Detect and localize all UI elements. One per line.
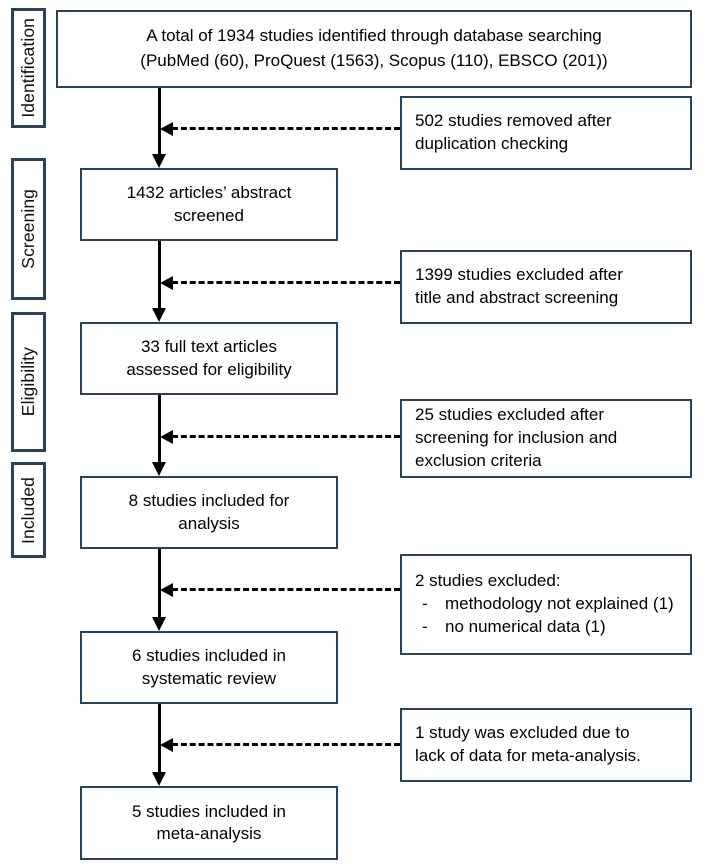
exclusion-arrowhead-5 [160,738,173,752]
exclusion-arrowhead-2 [160,276,173,290]
sidebox-title-abstract-excluded-line1: 1399 studies excluded after [415,265,623,285]
exclusion-dashed-line-1 [172,127,400,130]
sidebox-analysis-excluded-header: 2 studies excluded: [415,571,561,591]
stage-label-screening-text: Screening [17,189,38,269]
stage-label-identification-text: Identification [17,18,38,118]
box-abstracts-screened-line2: screened [174,205,244,225]
box-full-text-assessed: 33 full text articles assessed for eligi… [80,322,338,395]
connector-arrowhead-3 [152,462,166,476]
box-included-for-analysis-line1: 8 studies included for [128,491,290,511]
connector-arrowhead-5 [152,772,166,786]
exclusion-arrowhead-4 [160,583,173,597]
box-records-identified-line1: A total of 1934 studies identified throu… [146,26,602,46]
sidebox-duplicates-removed-line2: duplication checking [415,134,569,153]
box-included-for-analysis-line2: analysis [178,513,240,533]
exclusion-arrowhead-3 [160,430,173,444]
sidebox-criteria-excluded-line1: 25 studies excluded after [415,405,605,425]
list-item: - no numerical data (1) [415,616,680,639]
sidebox-title-abstract-excluded-line2: title and abstract screening [415,288,619,307]
connector-arrowhead-1 [152,154,166,168]
sidebox-meta-analysis-excluded-line1: 1 study was excluded due to [415,723,630,743]
sidebox-duplicates-removed: 502 studies removed after duplication ch… [400,96,692,170]
connector-line-4 [158,549,161,618]
bullet-marker: - [422,616,428,636]
connector-line-3 [158,395,161,463]
connector-line-2 [158,241,161,309]
box-meta-analysis-line2: meta-analysis [156,824,262,843]
stage-label-included: Included [11,462,46,558]
exclusion-dashed-line-3 [172,435,400,438]
sidebox-meta-analysis-excluded-line2: lack of data for meta-analysis. [415,746,641,765]
sidebox-criteria-excluded-line3: exclusion criteria [415,450,542,470]
sidebox-analysis-excluded-list: - methodology not explained (1) - no num… [415,593,680,639]
list-item-text: methodology not explained (1) [445,594,674,614]
box-records-identified: A total of 1934 studies identified throu… [56,10,692,88]
sidebox-analysis-excluded: 2 studies excluded: - methodology not ex… [400,554,692,655]
exclusion-dashed-line-5 [172,743,400,746]
box-abstracts-screened-line1: 1432 articles’ abstract [126,183,292,203]
box-meta-analysis: 5 studies included in meta-analysis [80,786,338,860]
sidebox-criteria-excluded: 25 studies excluded after screening for … [400,399,692,478]
stage-label-eligibility: Eligibility [11,312,46,452]
connector-line-5 [158,704,161,773]
box-systematic-review-line2: systematic review [141,668,277,688]
stage-label-eligibility-text: Eligibility [17,347,38,417]
box-records-identified-line2: (PubMed (60), ProQuest (1563), Scopus (1… [140,51,608,70]
list-item: - methodology not explained (1) [415,593,680,616]
bullet-marker: - [422,594,428,614]
sidebox-criteria-excluded-line2: screening for inclusion and [415,428,618,448]
box-systematic-review-line1: 6 studies included in [131,646,287,666]
box-full-text-assessed-line2: assessed for eligibility [126,359,292,379]
connector-line-1 [158,88,161,156]
sidebox-meta-analysis-excluded: 1 study was excluded due to lack of data… [400,708,692,782]
connector-arrowhead-2 [152,308,166,322]
stage-label-screening: Screening [11,158,46,300]
box-full-text-assessed-line1: 33 full text articles [140,337,278,357]
exclusion-dashed-line-4 [172,588,400,591]
exclusion-dashed-line-2 [172,281,400,284]
box-meta-analysis-line1: 5 studies included in [131,801,287,821]
box-abstracts-screened: 1432 articles’ abstract screened [80,168,338,241]
stage-label-identification: Identification [11,8,46,128]
list-item-text: no numerical data (1) [445,616,606,636]
exclusion-arrowhead-1 [160,122,173,136]
sidebox-duplicates-removed-line1: 502 studies removed after [415,111,612,131]
box-included-for-analysis: 8 studies included for analysis [80,476,338,549]
connector-arrowhead-4 [152,617,166,631]
sidebox-title-abstract-excluded: 1399 studies excluded after title and ab… [400,250,692,324]
stage-label-included-text: Included [17,476,38,544]
box-systematic-review: 6 studies included in systematic review [80,631,338,704]
